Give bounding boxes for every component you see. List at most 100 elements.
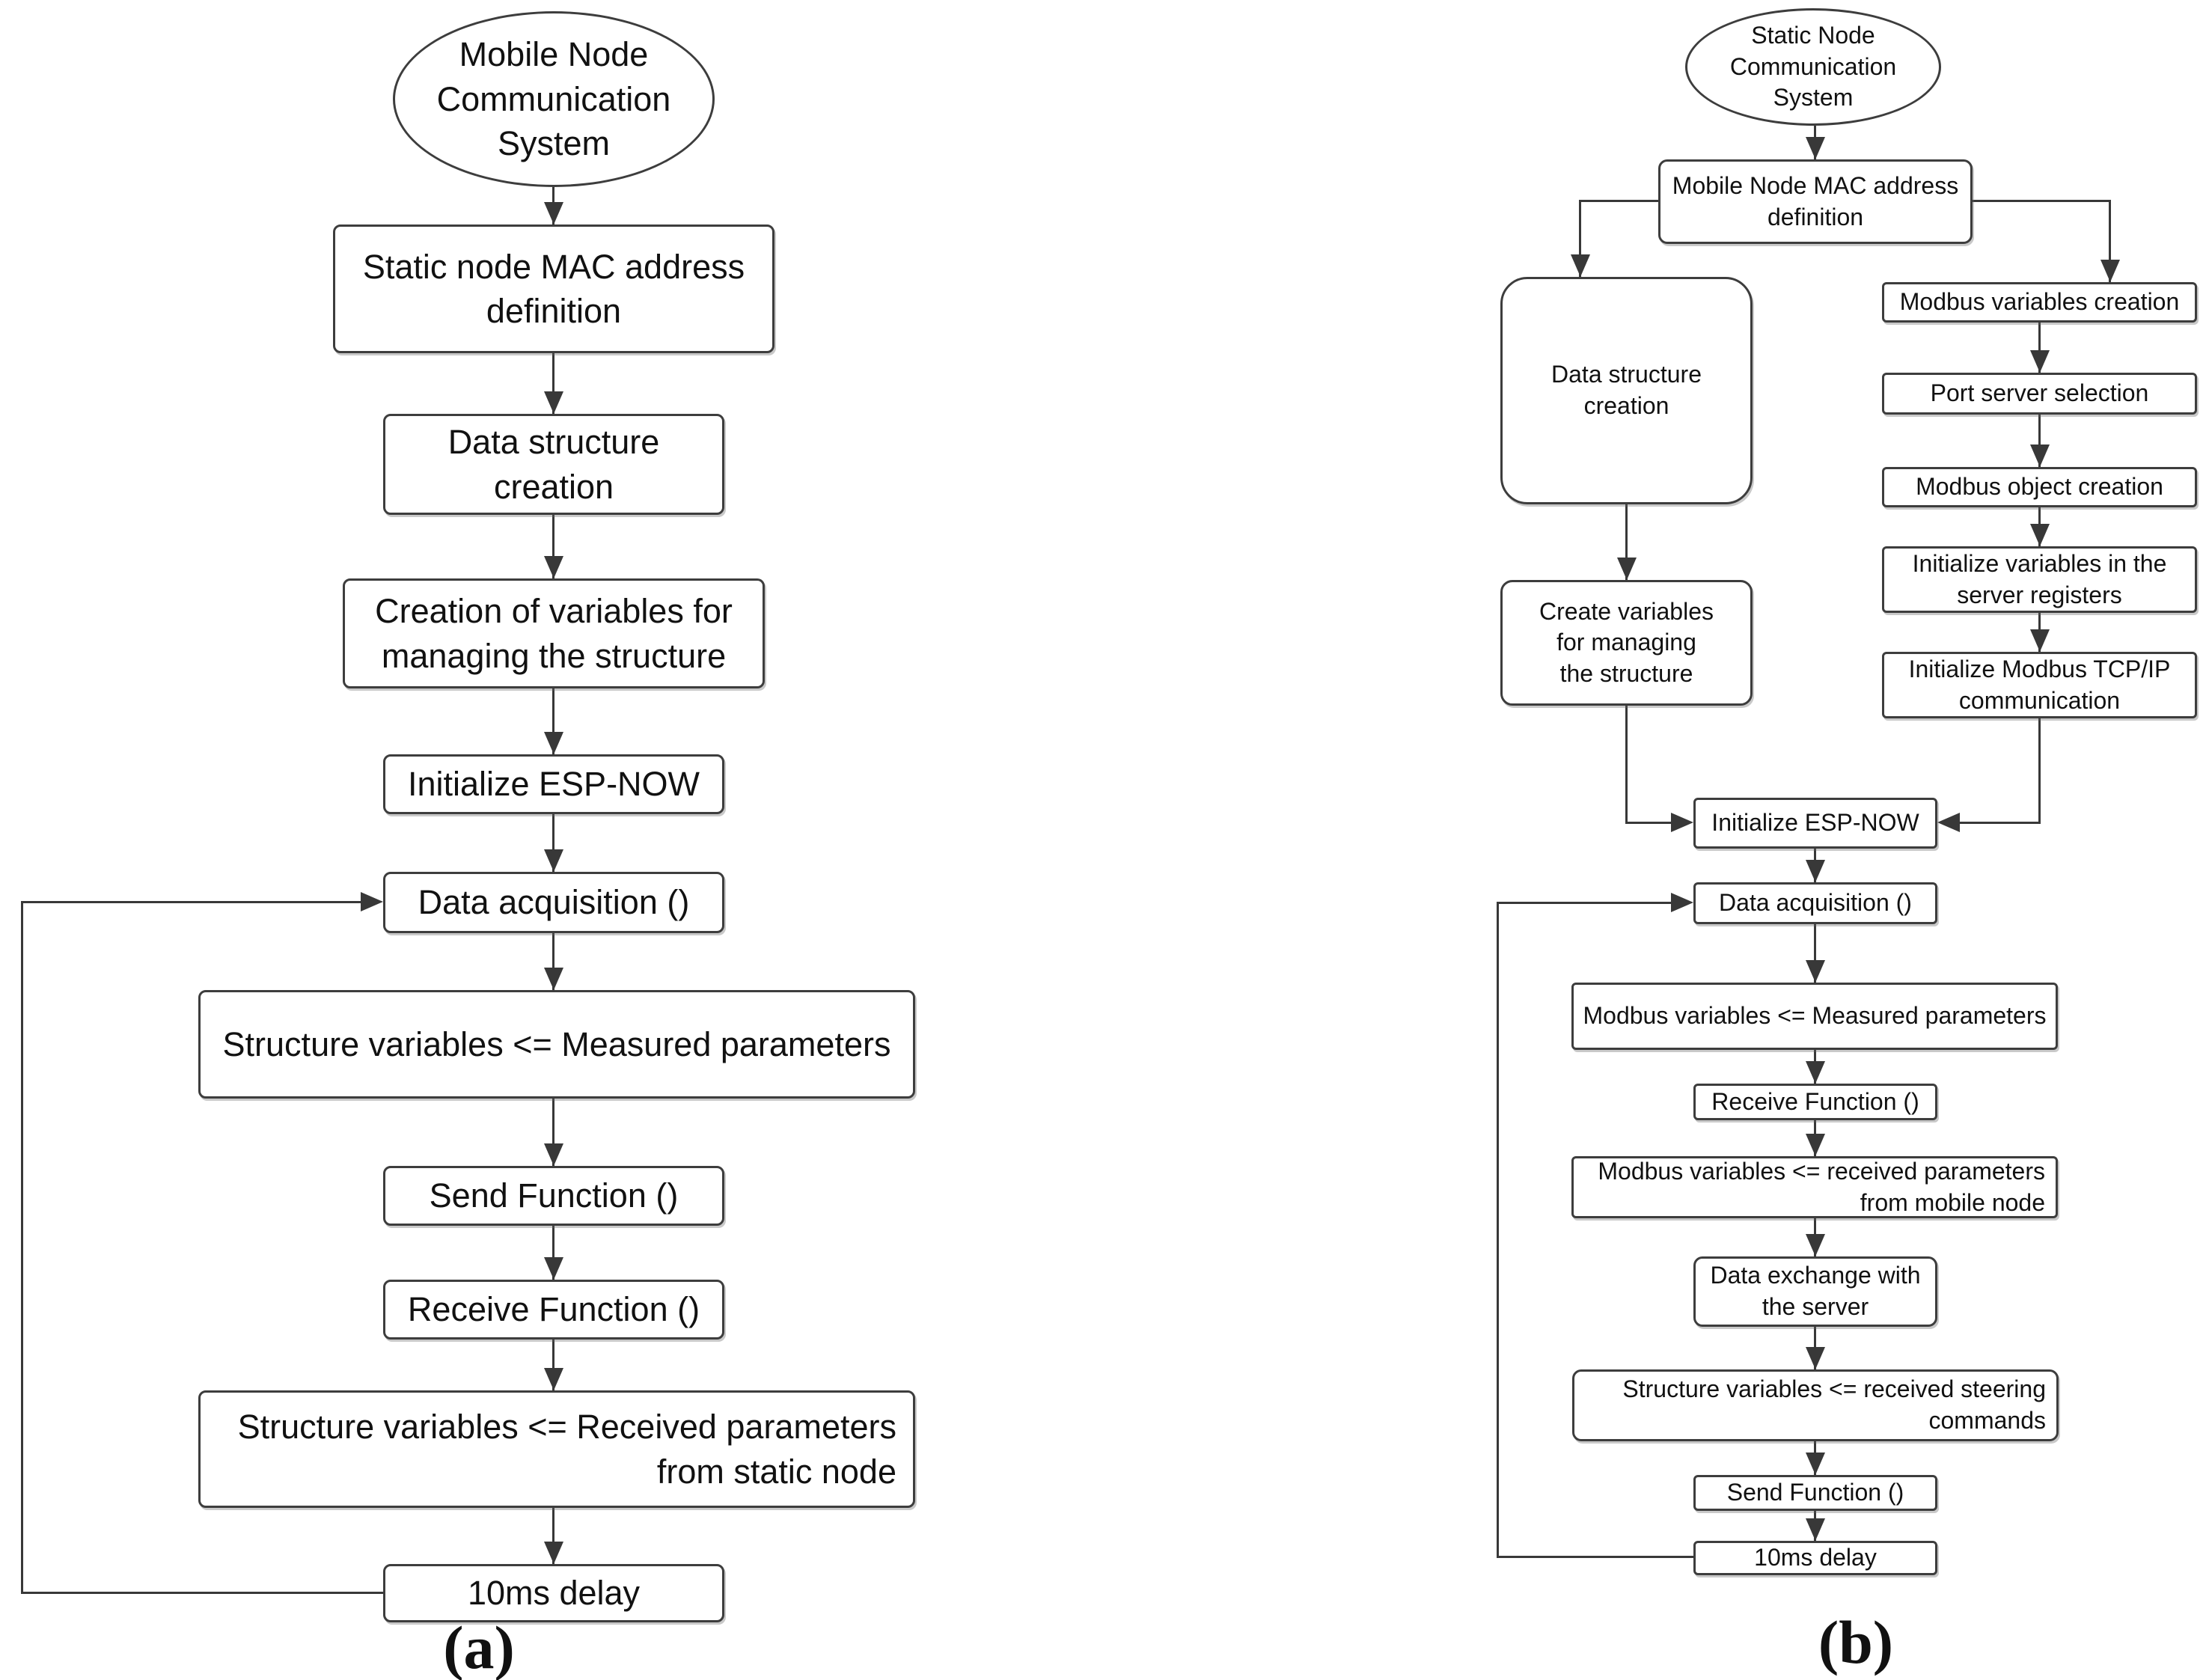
- process-label: Structure variables <= received steering…: [1622, 1375, 2046, 1434]
- branch-line: [1973, 200, 2110, 202]
- process-label: Data structure creation: [1551, 361, 1702, 419]
- process-port-server-selection: Port server selection: [1882, 373, 2197, 415]
- merge-line: [1625, 822, 1674, 824]
- arrowhead: [1806, 1347, 1825, 1369]
- process-mobile-node-mac-definition: Mobile Node MAC address definition: [1658, 159, 1973, 244]
- panel-b-label: (b): [1818, 1608, 1894, 1676]
- branch-line: [1579, 200, 1581, 277]
- flow-line: [552, 1226, 554, 1280]
- process-receive-function-a: Receive Function (): [383, 1280, 724, 1340]
- terminator-label: Mobile Node Communication System: [436, 35, 671, 163]
- flow-line: [552, 1340, 554, 1390]
- process-initialize-esp-now-b: Initialize ESP-NOW: [1693, 798, 1937, 849]
- process-label: Modbus variables creation: [1899, 288, 2180, 316]
- arrowhead: [1571, 254, 1590, 277]
- process-10ms-delay-a: 10ms delay: [383, 1564, 724, 1622]
- process-label: Modbus variables <= received parameters …: [1598, 1157, 2045, 1216]
- terminator-static-node-system: Static Node Communication System: [1685, 8, 1941, 126]
- merge-line: [2038, 718, 2041, 824]
- flow-line: [552, 933, 554, 990]
- flow-line: [552, 688, 554, 754]
- process-label: 10ms delay: [467, 1574, 641, 1613]
- process-label: Receive Function (): [1711, 1087, 1919, 1115]
- process-label: Modbus object creation: [1916, 473, 2163, 501]
- arrowhead: [2030, 629, 2050, 652]
- panel-a-label: (a): [443, 1613, 515, 1680]
- process-modbus-object-creation: Modbus object creation: [1882, 467, 2197, 507]
- process-label: Initialize Modbus TCP/IP communication: [1908, 655, 2171, 714]
- flow-line: [552, 814, 554, 872]
- flow-line: [1625, 504, 1628, 580]
- arrowhead: [1806, 1061, 1825, 1084]
- terminator-mobile-node-system: Mobile Node Communication System: [393, 11, 715, 187]
- process-label: Modbus variables <= Measured parameters: [1583, 1002, 2047, 1030]
- loop-line: [21, 901, 23, 1594]
- process-static-node-mac-definition: Static node MAC address definition: [333, 224, 774, 353]
- process-receive-function-b: Receive Function (): [1693, 1084, 1937, 1120]
- merge-line: [1957, 822, 2041, 824]
- loop-line: [1497, 1556, 1693, 1558]
- arrowhead: [544, 732, 563, 754]
- merge-line: [1625, 706, 1628, 824]
- arrowhead: [544, 391, 563, 414]
- arrowhead: [544, 968, 563, 990]
- process-structure-vars-steering: Structure variables <= received steering…: [1572, 1369, 2059, 1441]
- process-send-function-a: Send Function (): [383, 1166, 724, 1226]
- process-data-acquisition-a: Data acquisition (): [383, 872, 724, 933]
- arrowhead: [544, 849, 563, 872]
- arrowhead: [1806, 1134, 1825, 1156]
- process-modbus-vars-received-b: Modbus variables <= received parameters …: [1571, 1156, 2058, 1218]
- process-10ms-delay-b: 10ms delay: [1693, 1541, 1937, 1575]
- process-label: Creation of variables for managing the s…: [375, 592, 733, 675]
- terminator-label: Static Node Communication System: [1729, 22, 1897, 112]
- flow-line: [552, 1099, 554, 1166]
- flow-line: [2038, 415, 2041, 467]
- process-label: Initialize ESP-NOW: [407, 765, 700, 804]
- arrowhead: [1806, 960, 1825, 983]
- loop-line: [21, 1592, 383, 1594]
- arrowhead: [1617, 558, 1637, 580]
- process-label: 10ms delay: [1754, 1544, 1877, 1571]
- process-data-structure-creation-b: Data structure creation: [1500, 277, 1753, 504]
- process-modbus-variables-creation: Modbus variables creation: [1882, 282, 2197, 323]
- arrowhead: [2030, 445, 2050, 467]
- process-label: Initialize ESP-NOW: [1711, 809, 1919, 837]
- process-structure-vars-measured-a: Structure variables <= Measured paramete…: [198, 990, 915, 1099]
- arrowhead: [2030, 524, 2050, 546]
- flow-line: [552, 515, 554, 578]
- process-label: Mobile Node MAC address definition: [1672, 171, 1959, 230]
- process-initialize-esp-now-a: Initialize ESP-NOW: [383, 754, 724, 814]
- process-initialize-modbus-tcp: Initialize Modbus TCP/IP communication: [1882, 652, 2197, 718]
- process-data-exchange-server: Data exchange with the server: [1693, 1256, 1937, 1327]
- arrowhead: [544, 202, 563, 224]
- arrowhead: [544, 1368, 563, 1390]
- arrowhead: [1806, 1518, 1825, 1541]
- process-send-function-b: Send Function (): [1693, 1475, 1937, 1511]
- flow-line: [552, 1508, 554, 1564]
- arrowhead: [1806, 1234, 1825, 1256]
- process-label: Structure variables <= Received paramete…: [237, 1408, 896, 1491]
- arrowhead: [1671, 813, 1693, 832]
- arrowhead: [1671, 893, 1693, 912]
- arrowhead: [544, 1257, 563, 1280]
- process-creation-of-variables-a: Creation of variables for managing the s…: [343, 578, 765, 688]
- process-label: Structure variables <= Measured paramete…: [222, 1024, 891, 1063]
- process-label: Receive Function (): [407, 1290, 700, 1329]
- process-label: Static node MAC address definition: [362, 247, 745, 330]
- process-create-variables-b: Create variables for managing the struct…: [1500, 580, 1753, 706]
- arrowhead: [544, 556, 563, 578]
- branch-line: [1579, 200, 1658, 202]
- process-label: Send Function (): [1726, 1479, 1904, 1506]
- process-label: Create variables for managing the struct…: [1539, 597, 1714, 687]
- flow-line: [1814, 924, 1816, 983]
- process-label: Initialize variables in the server regis…: [1912, 549, 2167, 608]
- flow-line: [552, 353, 554, 414]
- arrowhead: [544, 1143, 563, 1166]
- process-initialize-variables-registers: Initialize variables in the server regis…: [1882, 546, 2197, 613]
- arrowhead: [2030, 350, 2050, 373]
- loop-line: [1497, 902, 1674, 904]
- process-data-structure-creation-a: Data structure creation: [383, 414, 724, 515]
- process-label: Send Function (): [429, 1176, 679, 1215]
- process-label: Data structure creation: [447, 423, 660, 506]
